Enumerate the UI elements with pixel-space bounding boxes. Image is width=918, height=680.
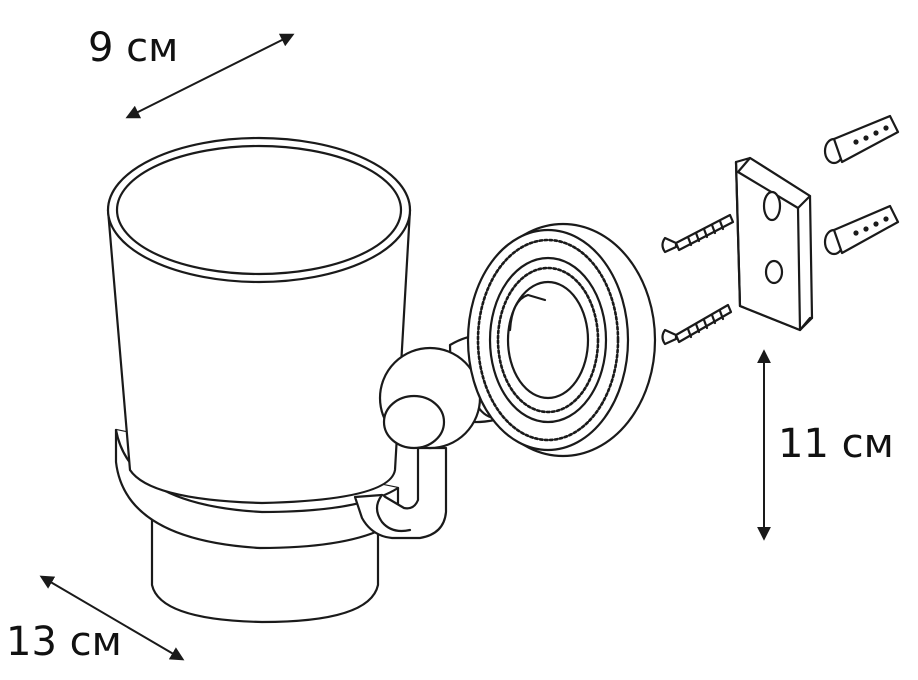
glass-tumbler	[106, 136, 412, 505]
wall-plug	[823, 204, 900, 256]
wall-plug	[823, 114, 900, 165]
depth-dimension-arrow	[39, 575, 185, 661]
mounting-screw	[661, 303, 733, 346]
height-dimension-label: 11 см	[778, 421, 894, 467]
wall-bracket	[734, 156, 814, 332]
ball-knob	[378, 346, 482, 450]
holder-arm	[353, 446, 448, 540]
wall-rosette	[466, 222, 657, 458]
mounting-screw	[661, 213, 735, 254]
width-dimension-arrow	[125, 33, 295, 119]
